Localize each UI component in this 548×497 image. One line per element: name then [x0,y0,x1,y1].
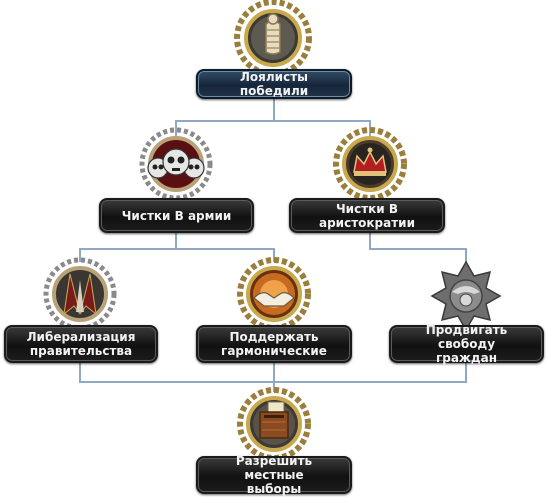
focus-label: Разрешить местные выборы [196,454,352,496]
eagle-icon [426,256,506,336]
focus-label: Продвигать свободу граждан [389,323,544,365]
focus-label: Чистки В армии [99,198,254,233]
fist-rope-icon [233,0,313,80]
focus-label: Чистки В аристократии [289,198,445,233]
handshake-icon [234,256,314,336]
banners-icon [40,256,120,336]
skulls-icon [136,126,216,206]
crown-icon [330,126,410,206]
focus-label: Лоялисты победили [196,69,352,99]
ballot-box-icon [234,386,314,466]
focus-label: Либерализация правительства [4,325,158,363]
focus-label: Поддержать гармонические [196,325,352,363]
